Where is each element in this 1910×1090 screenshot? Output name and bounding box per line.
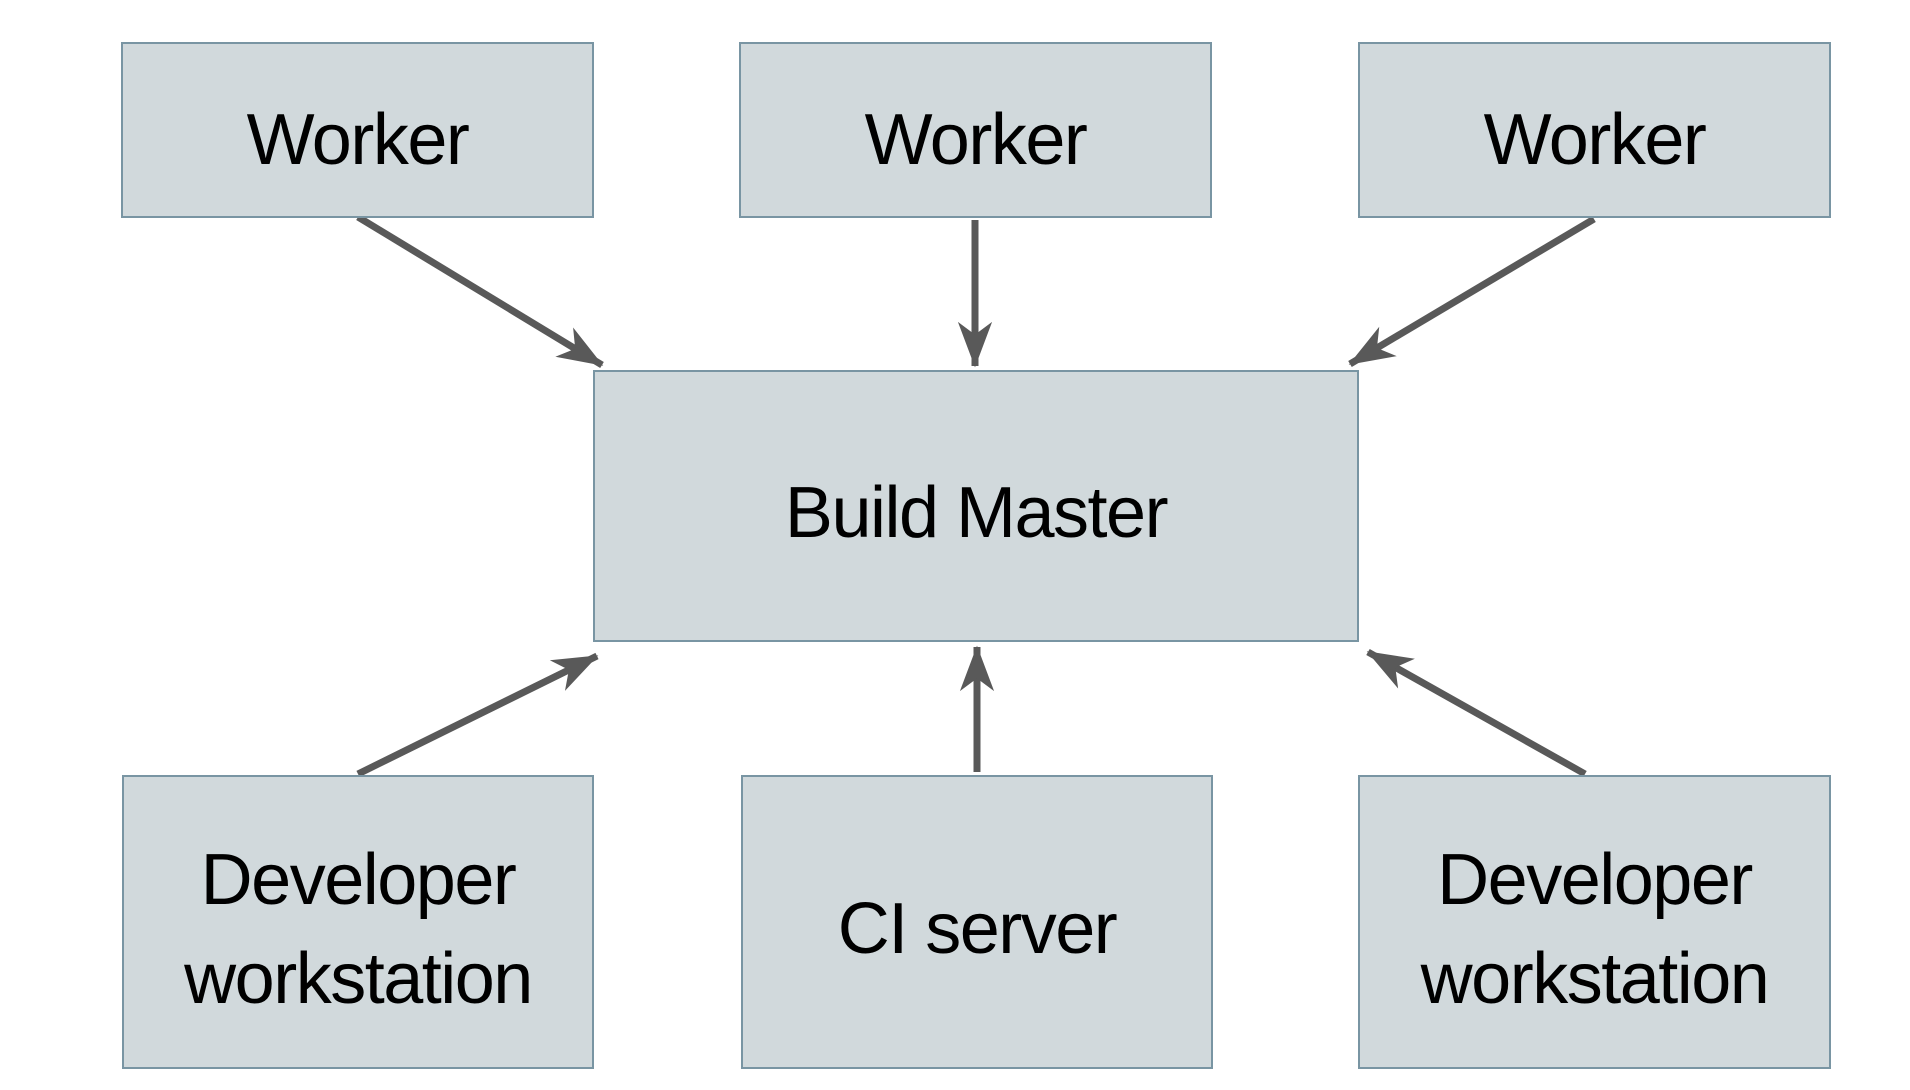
node-label: Worker	[246, 100, 470, 181]
node-worker-3: Worker	[1358, 42, 1831, 218]
arrow-dev-right-to-build-master	[1366, 648, 1587, 778]
node-label: Worker	[1483, 100, 1707, 181]
node-build-master: Build Master	[593, 370, 1359, 642]
node-developer-workstation-right: Developer workstation	[1358, 775, 1831, 1069]
arrow-worker3-to-build-master	[1348, 215, 1596, 368]
node-ci-server: CI server	[741, 775, 1213, 1069]
arrow-worker1-to-build-master	[356, 214, 604, 368]
node-label: Developer workstation	[184, 839, 533, 1019]
node-developer-workstation-left: Developer workstation	[122, 775, 594, 1069]
node-label: Developer workstation	[1420, 839, 1770, 1019]
node-worker-2: Worker	[739, 42, 1212, 218]
arrow-dev-left-to-build-master	[356, 652, 599, 778]
node-label: CI server	[837, 889, 1118, 970]
node-worker-1: Worker	[121, 42, 594, 218]
node-label: Build Master	[784, 473, 1169, 554]
node-label: Worker	[864, 100, 1088, 181]
